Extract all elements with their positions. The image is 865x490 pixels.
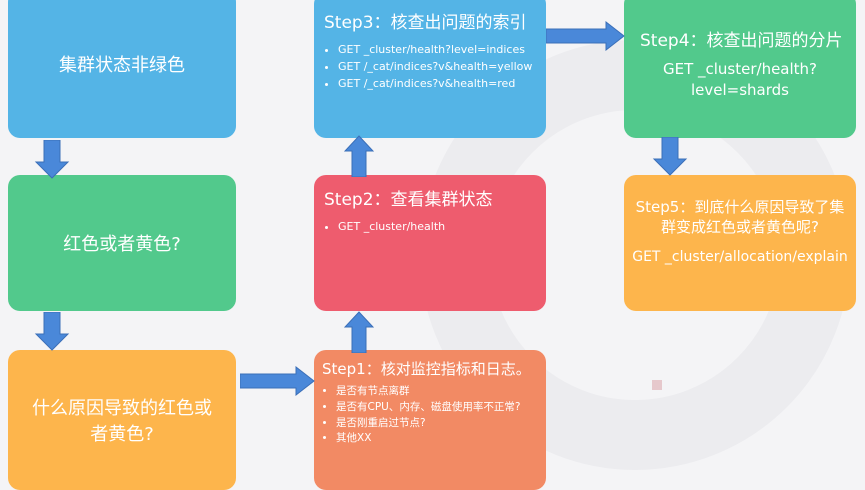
list-item: 是否有节点离群 <box>336 384 538 400</box>
step5-command: GET _cluster/allocation/explain <box>632 248 848 265</box>
box-red-or-yellow: 红色或者黄色? <box>8 175 236 311</box>
step3-list: GET _cluster/health?level=indices GET /_… <box>324 41 536 92</box>
step3-box: Step3：核查出问题的索引 GET _cluster/health?level… <box>314 0 546 138</box>
decorative-square <box>652 380 662 390</box>
step1-title: Step1：核对监控指标和日志。 <box>322 360 531 378</box>
box-cause-question-label: 什么原因导致的红色或者黄色? <box>32 398 212 445</box>
step4-title: Step4：核查出问题的分片 <box>640 31 843 51</box>
right-arrow-icon <box>240 366 315 396</box>
up-arrow-icon <box>344 311 374 353</box>
step4-box: Step4：核查出问题的分片 GET _cluster/health?level… <box>624 0 856 138</box>
list-item: 是否有CPU、内存、磁盘使用率不正常? <box>336 400 538 416</box>
box-red-or-yellow-label: 红色或者黄色? <box>63 234 181 255</box>
list-item: 是否刚重启过节点? <box>336 416 538 432</box>
step4-command: GET _cluster/health?level=shards <box>662 60 818 99</box>
step5-box: Step5：到底什么原因导致了集群变成红色或者黄色呢? GET _cluster… <box>624 175 856 311</box>
step5-title: Step5：到底什么原因导致了集群变成红色或者黄色呢? <box>635 198 845 237</box>
list-item: GET /_cat/indices?v&health=red <box>338 75 536 92</box>
box-cluster-not-green: 集群状态非绿色 <box>8 0 236 138</box>
step2-box: Step2：查看集群状态 GET _cluster/health <box>314 175 546 311</box>
list-item: GET _cluster/health?level=indices <box>338 41 536 58</box>
step1-list: 是否有节点离群 是否有CPU、内存、磁盘使用率不正常? 是否刚重启过节点? 其他… <box>322 384 538 447</box>
step3-title: Step3：核查出问题的索引 <box>324 13 527 33</box>
step2-list: GET _cluster/health <box>324 218 536 235</box>
list-item: GET /_cat/indices?v&health=yellow <box>338 58 536 75</box>
down-arrow-icon <box>34 140 70 179</box>
step1-box: Step1：核对监控指标和日志。 是否有节点离群 是否有CPU、内存、磁盘使用率… <box>314 350 546 490</box>
list-item: GET _cluster/health <box>338 218 536 235</box>
right-arrow-icon <box>546 21 625 51</box>
down-arrow-icon <box>652 137 688 176</box>
down-arrow-icon <box>34 312 70 351</box>
step2-title: Step2：查看集群状态 <box>324 190 493 210</box>
up-arrow-icon <box>344 135 374 177</box>
box-cause-question: 什么原因导致的红色或者黄色? <box>8 350 236 490</box>
list-item: 其他XX <box>336 431 538 447</box>
box-cluster-not-green-label: 集群状态非绿色 <box>59 55 185 76</box>
